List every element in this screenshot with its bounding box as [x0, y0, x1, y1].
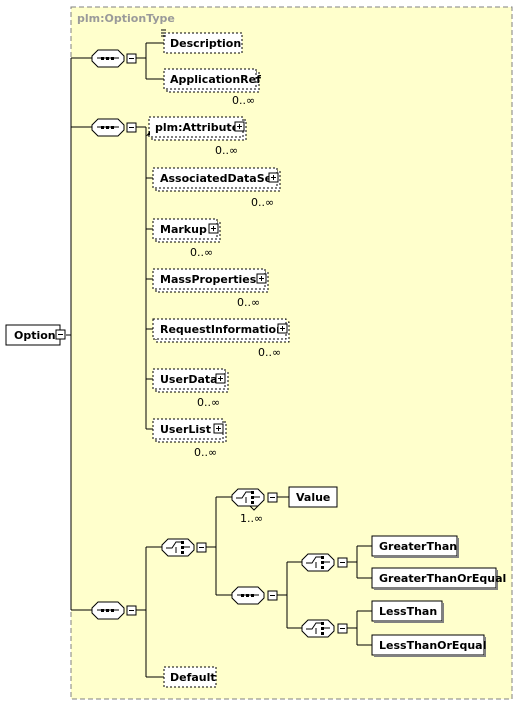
cardinality-user-data: 0..∞ [197, 396, 220, 409]
cardinality-markup: 0..∞ [190, 246, 213, 259]
element-label: UserData [160, 373, 218, 386]
element-label: Value [296, 491, 330, 504]
element-greater-than[interactable]: GreaterThan [371, 535, 459, 558]
element-user-data[interactable]: UserData [152, 368, 229, 393]
collapse-icon[interactable] [267, 590, 278, 601]
element-markup[interactable]: Markup [152, 218, 221, 243]
element-greater-than-or-equal[interactable]: GreaterThanOrEqual [371, 567, 506, 590]
element-user-list[interactable]: UserList [152, 418, 227, 443]
complex-type-container [70, 6, 513, 700]
sequence-compositor[interactable] [91, 601, 137, 620]
collapse-icon[interactable] [267, 492, 278, 503]
reference-arrow-icon [146, 131, 150, 136]
element-value[interactable]: Value [288, 486, 338, 508]
collapse-icon[interactable] [337, 623, 348, 634]
collapse-icon[interactable] [55, 329, 66, 340]
element-label: LessThan [379, 605, 437, 618]
collapse-icon[interactable] [126, 605, 137, 616]
expand-icon[interactable] [268, 172, 279, 183]
sequence-compositor[interactable] [91, 49, 137, 68]
cardinality-plm-attribute: 0..∞ [215, 144, 238, 157]
collapse-icon[interactable] [126, 122, 137, 133]
element-label: MassProperties [160, 273, 257, 286]
element-label: GreaterThan [379, 540, 457, 553]
element-associated-data-set[interactable]: AssociatedDataSet [152, 167, 281, 192]
collapse-icon[interactable] [196, 542, 207, 553]
expand-icon[interactable] [234, 121, 245, 132]
expand-icon[interactable] [215, 373, 226, 384]
element-label: Markup [160, 223, 207, 236]
collapse-icon[interactable] [337, 557, 348, 568]
cardinality-mass-properties: 0..∞ [237, 296, 260, 309]
expand-icon[interactable] [277, 323, 288, 334]
element-mass-properties[interactable]: MassProperties [152, 268, 269, 293]
element-less-than[interactable]: LessThan [371, 600, 444, 623]
choice-compositor[interactable] [161, 538, 207, 557]
sequence-compositor[interactable] [91, 118, 137, 137]
element-plm-attribute[interactable]: plm:Attribute [146, 116, 247, 141]
expand-icon[interactable] [213, 423, 224, 434]
element-label: plm:Attribute [155, 121, 239, 134]
choice-compositor[interactable] [301, 619, 348, 638]
element-label: RequestInformation [160, 323, 284, 336]
element-default[interactable]: Default [163, 666, 217, 688]
choice-compositor-value[interactable] [231, 488, 278, 511]
element-label: Default [170, 671, 216, 684]
element-description[interactable]: Description [161, 29, 243, 54]
cardinality-value-choice: 1..∞ [240, 512, 263, 525]
connector-lines [66, 42, 372, 678]
element-label: UserList [160, 423, 211, 436]
choice-compositor[interactable] [301, 553, 348, 572]
element-label: AssociatedDataSet [160, 172, 277, 185]
cardinality-user-list: 0..∞ [194, 446, 217, 459]
element-request-information[interactable]: RequestInformation [152, 318, 290, 343]
element-application-ref[interactable]: ApplicationRef [163, 68, 261, 93]
cardinality-application-ref: 0..∞ [232, 94, 255, 107]
element-less-than-or-equal[interactable]: LessThanOrEqual [371, 634, 486, 657]
expand-icon[interactable] [208, 223, 219, 234]
element-label: LessThanOrEqual [379, 639, 486, 652]
sequence-compositor[interactable] [231, 586, 278, 605]
collapse-icon[interactable] [126, 53, 137, 64]
element-label: Description [170, 37, 241, 50]
element-label: GreaterThanOrEqual [379, 572, 506, 585]
complex-type-label: plm:OptionType [77, 12, 175, 25]
documentation-icon [161, 29, 166, 37]
cardinality-request-information: 0..∞ [258, 346, 281, 359]
expand-icon[interactable] [256, 273, 267, 284]
root-element-label: Option [14, 329, 56, 342]
root-element-option[interactable]: Option [5, 324, 66, 346]
element-label: ApplicationRef [170, 73, 261, 86]
cardinality-associated-data-set: 0..∞ [251, 196, 274, 209]
